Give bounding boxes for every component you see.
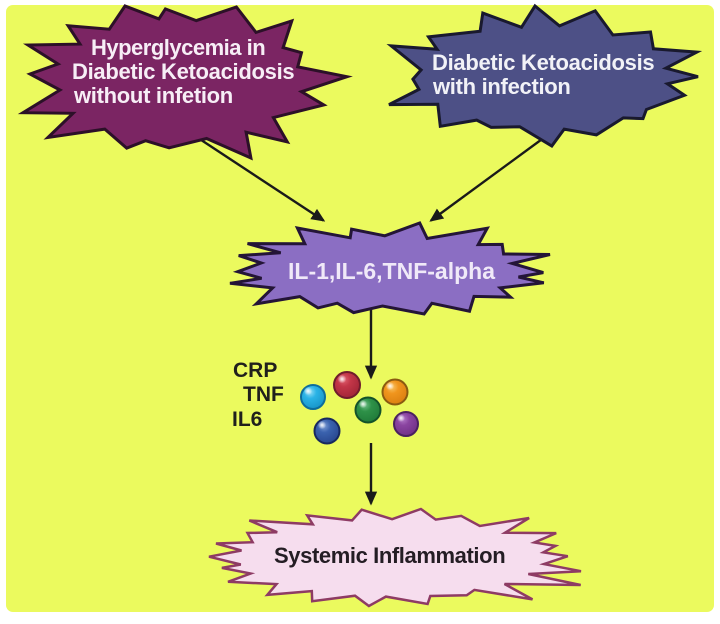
svg-text:Hyperglycemia in: Hyperglycemia in — [91, 35, 265, 60]
svg-text:with infection: with infection — [432, 74, 571, 99]
svg-text:Diabetic Ketoacidosis: Diabetic Ketoacidosis — [72, 59, 294, 84]
svg-text:Systemic Inflammation: Systemic Inflammation — [274, 543, 505, 568]
svg-text:IL6: IL6 — [232, 408, 262, 431]
svg-text:IL-1,IL-6,TNF-alpha: IL-1,IL-6,TNF-alpha — [288, 258, 495, 284]
svg-text:without infetion: without infetion — [73, 83, 233, 108]
svg-text:TNF: TNF — [243, 383, 284, 406]
svg-text:CRP: CRP — [233, 359, 277, 382]
svg-text:Diabetic Ketoacidosis: Diabetic Ketoacidosis — [432, 50, 654, 75]
